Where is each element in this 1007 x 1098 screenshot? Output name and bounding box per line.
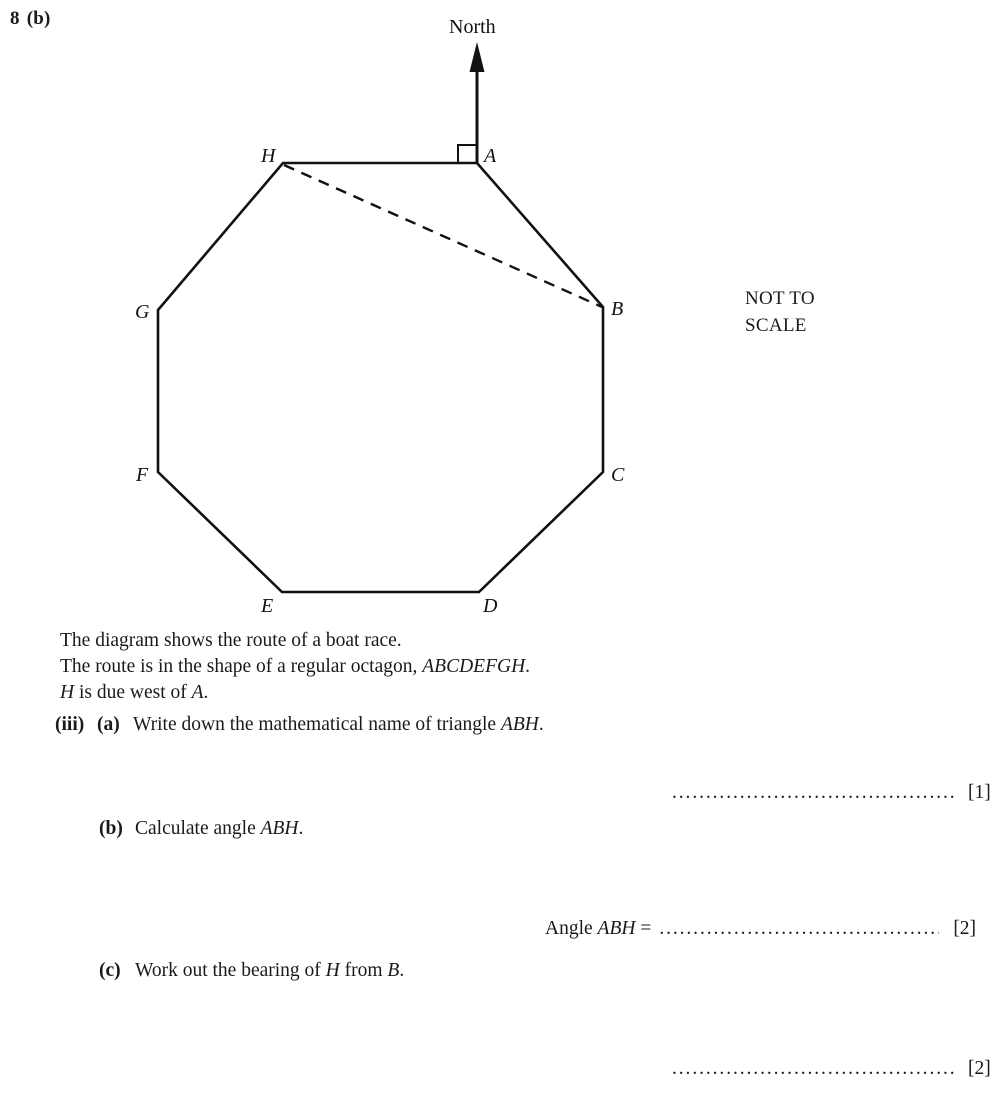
vertex-label-H: H <box>260 145 277 167</box>
not-to-scale-note: NOT TO SCALE <box>745 285 815 339</box>
answer-line-c[interactable]: ........................................… <box>672 1058 991 1080</box>
not-to-scale-line1: NOT TO <box>745 288 815 309</box>
answer-dots-a[interactable]: ........................................… <box>672 782 954 803</box>
dashed-line-HB <box>283 163 603 309</box>
part-b-label: (b) <box>99 818 123 839</box>
part-a-text-tail: . <box>538 714 544 735</box>
answer-line-a[interactable]: ........................................… <box>672 782 991 804</box>
stem-line-3-tail: . <box>203 682 209 703</box>
stem-line-1: The diagram shows the route of a boat ra… <box>60 630 402 651</box>
answer-prefix-b-equals: = <box>635 918 652 939</box>
marks-c: [2] <box>968 1058 991 1079</box>
part-iii-roman-label: (iii) <box>55 714 85 735</box>
part-c-label: (c) <box>99 960 121 981</box>
question-part-b: (b) Calculate angle ABH. <box>99 818 303 840</box>
vertex-label-D: D <box>482 595 498 617</box>
stem-line-3: H is due west of A. <box>60 680 530 706</box>
question-part-iii-a: (iii) (a) Write down the mathematical name… <box>55 714 544 736</box>
marks-b: [2] <box>953 918 977 939</box>
answer-line-b[interactable]: Angle ABH = ............................… <box>545 918 976 940</box>
vertex-label-G: G <box>135 301 150 323</box>
octagon-diagram: North A B C D E F G H <box>0 0 700 630</box>
not-to-scale-line2: SCALE <box>745 315 807 336</box>
part-a-text: Write down the mathematical name of tria… <box>133 714 501 735</box>
question-part-label: (b) <box>26 8 51 29</box>
part-a-label: (a) <box>97 714 120 735</box>
question-number: 8 (b) <box>10 8 51 30</box>
vertex-label-F: F <box>135 464 149 486</box>
vertex-label-B: B <box>611 298 623 320</box>
question-number-value: 8 <box>10 8 20 29</box>
stem-line-2-tail: . <box>525 656 531 677</box>
part-c-text-italic-2: B <box>387 960 400 981</box>
answer-prefix-b-text: Angle <box>545 918 598 939</box>
octagon-outline <box>156 161 605 594</box>
north-label: North <box>449 16 496 38</box>
vertex-label-E: E <box>260 595 273 617</box>
vertex-label-C: C <box>611 464 625 486</box>
stem-line-2: The route is in the shape of a regular o… <box>60 654 530 680</box>
answer-dots-c[interactable]: ........................................… <box>672 1058 954 1079</box>
marks-a: [1] <box>968 782 991 803</box>
answer-dots-b[interactable]: ........................................… <box>659 918 939 939</box>
part-c-text-tail: . <box>399 960 405 981</box>
answer-prefix-b: Angle ABH = <box>545 918 651 940</box>
part-c-text-mid: from <box>339 960 388 981</box>
question-part-c: (c) Work out the bearing of H from B. <box>99 960 404 982</box>
stem-line-2-text: The route is in the shape of a regular o… <box>60 656 423 677</box>
vertex-label-A: A <box>482 145 497 167</box>
part-b-text-tail: . <box>298 818 304 839</box>
part-c-text: Work out the bearing of <box>135 960 326 981</box>
part-c-text-italic-1: H <box>325 960 340 981</box>
right-angle-marker <box>457 144 477 163</box>
stem-line-3-italic-1: H <box>60 682 75 703</box>
part-a-text-italic: ABH <box>500 714 539 735</box>
part-b-text: Calculate angle <box>135 818 261 839</box>
stem-line-3-mid: is due west of <box>74 682 192 703</box>
stem-line-3-italic-2: A <box>191 682 204 703</box>
part-b-text-italic: ABH <box>260 818 299 839</box>
answer-prefix-b-italic: ABH <box>597 918 636 939</box>
question-stem: The diagram shows the route of a boat ra… <box>60 628 530 706</box>
stem-line-2-italic: ABCDEFGH <box>422 656 526 677</box>
